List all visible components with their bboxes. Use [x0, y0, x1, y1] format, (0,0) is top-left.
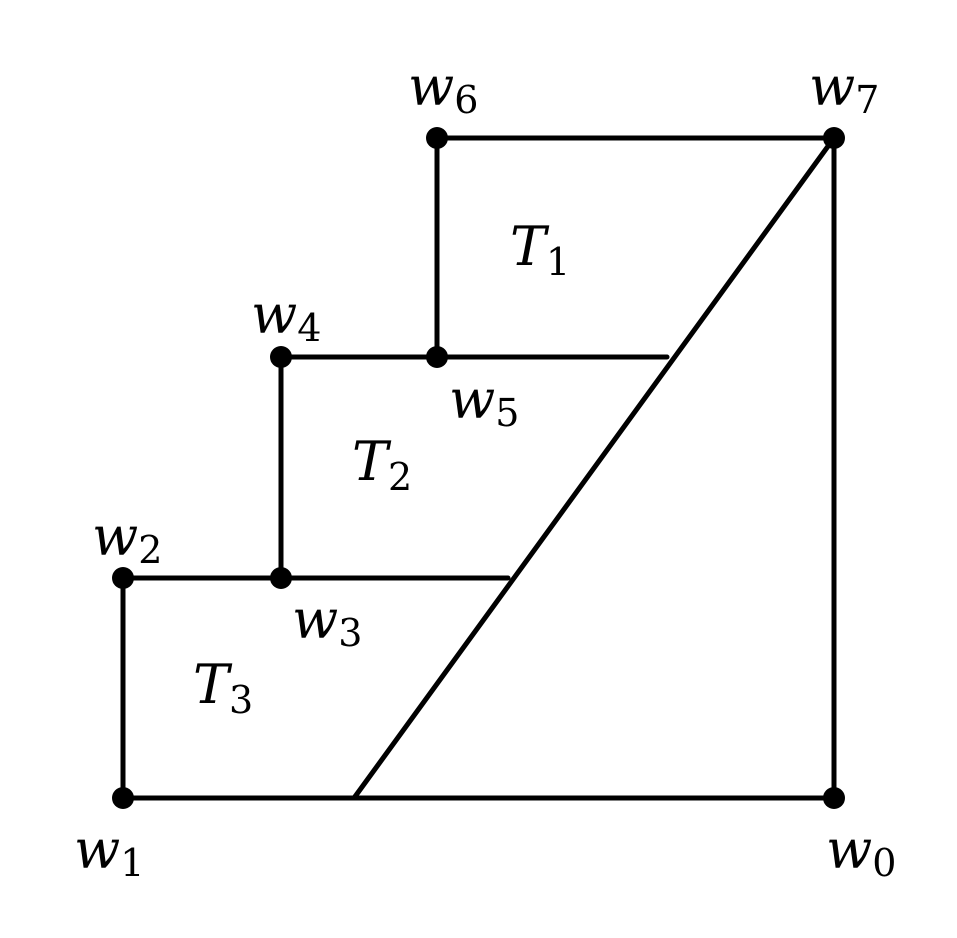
- label-w4: w4: [251, 283, 321, 350]
- label-w3: w3: [292, 588, 362, 655]
- label-w7: w7: [809, 55, 879, 122]
- vertex-w5: [426, 346, 448, 368]
- label-w0: w0: [826, 818, 896, 885]
- vertex-w3: [270, 567, 292, 589]
- vertex-w0: [823, 787, 845, 809]
- vertex-w2: [112, 567, 134, 589]
- vertex-w1: [112, 787, 134, 809]
- region-label-T2: T2: [352, 430, 412, 499]
- vertex-w7: [823, 127, 845, 149]
- vertex-w4: [270, 346, 292, 368]
- label-w5: w5: [449, 368, 519, 435]
- region-label-T1: T1: [510, 215, 570, 284]
- edge-diagonal-to-w7: [351, 135, 837, 801]
- label-w2: w2: [92, 505, 162, 572]
- vertex-w6: [426, 127, 448, 149]
- label-w6: w6: [408, 55, 478, 122]
- label-w1: w1: [74, 818, 144, 885]
- region-label-T3: T3: [193, 653, 253, 722]
